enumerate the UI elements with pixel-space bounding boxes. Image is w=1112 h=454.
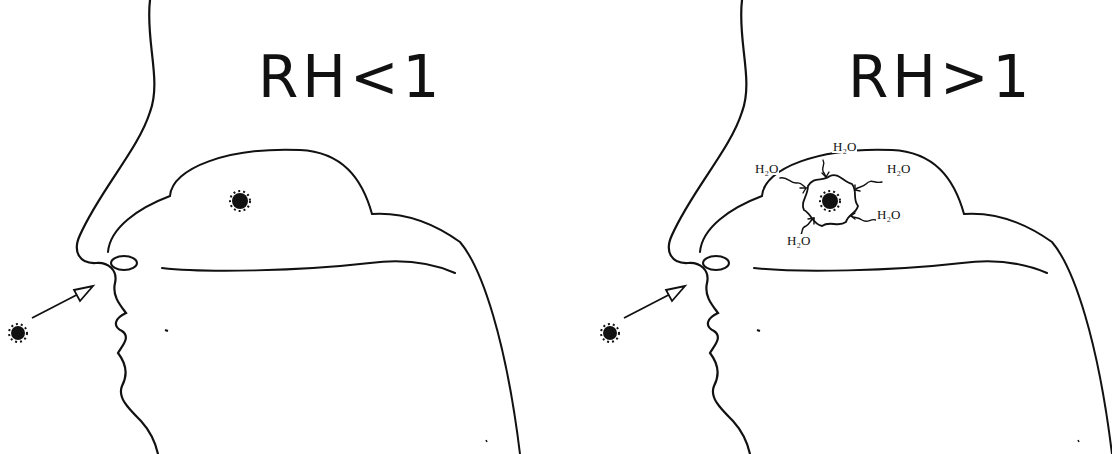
- panel-title: RH>1: [848, 48, 1033, 106]
- molecule-label: H₂O: [876, 208, 901, 221]
- molecule-label: H₂O: [832, 140, 857, 153]
- panel-title: RH<1: [258, 48, 443, 106]
- molecule-label: H₂O: [754, 162, 779, 175]
- molecule-label: H₂O: [786, 234, 811, 247]
- molecule-label: H₂O: [886, 162, 911, 175]
